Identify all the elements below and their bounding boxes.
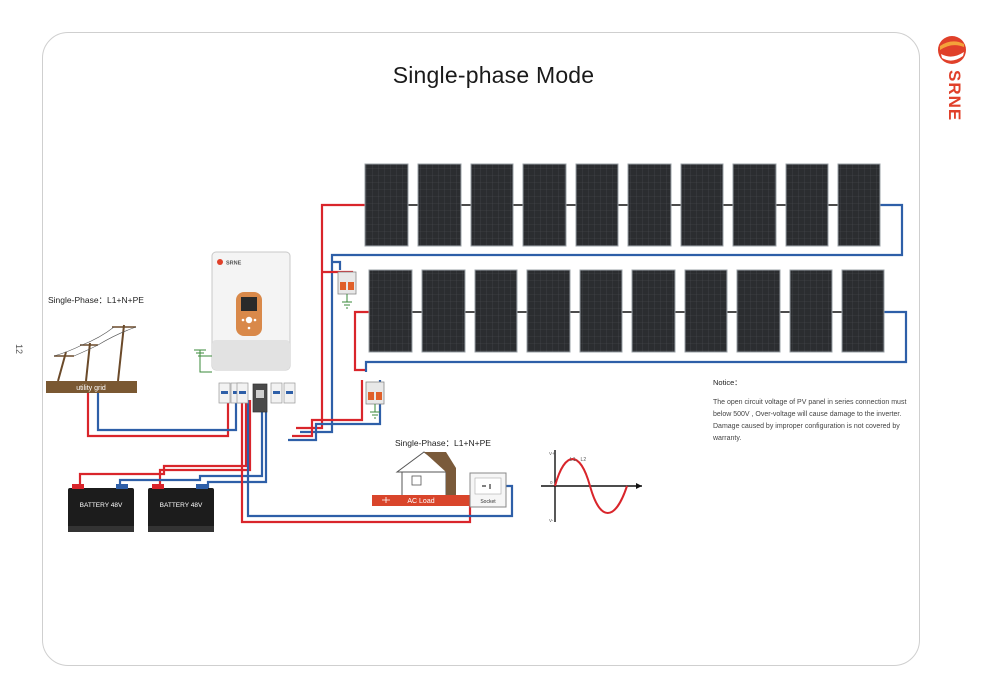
pv-panel: [522, 163, 567, 247]
load-phase-label: Single-Phase：L1+N+PE: [395, 438, 491, 448]
pv-array-top: [364, 163, 881, 247]
waveform-origin: 0: [550, 480, 553, 485]
utility-grid-label: utility grid: [76, 385, 106, 392]
pv-panel: [680, 163, 724, 247]
battery-wiring: [78, 400, 268, 488]
pv-panel: [631, 269, 676, 353]
load-wiring: [240, 400, 514, 524]
pv-panel: [837, 163, 881, 247]
breaker-pv: [270, 382, 296, 404]
notice: Notice： The open circuit voltage of PV p…: [713, 377, 913, 445]
pv-wiring: [288, 203, 908, 442]
pv-panel: [627, 163, 672, 247]
ac-load-label: AC Load: [407, 498, 434, 505]
pv-panel: [841, 269, 885, 353]
pv-panel: [470, 163, 514, 247]
ac-load-icon: [382, 497, 390, 503]
brand: SRNE: [936, 34, 970, 121]
house-icon: [395, 451, 456, 497]
socket: Socket: [469, 472, 507, 508]
grid-phase-label: Single-Phase：L1+N+PE: [48, 295, 144, 305]
pv-panel: [789, 269, 833, 353]
battery-label: BATTERY 48V: [160, 502, 203, 509]
waveform-curve: [554, 458, 628, 514]
brand-name: SRNE: [945, 70, 964, 122]
pv-array-bottom: [368, 269, 885, 353]
pv-panel: [684, 269, 728, 353]
battery: BATTERY 48V: [68, 484, 134, 532]
inverter: SRNE: [211, 251, 291, 371]
inverter-logo-icon: [217, 259, 223, 265]
utility-grid-base: [46, 381, 137, 393]
inverter-ground-icon: [194, 349, 212, 373]
grid-wiring: [86, 393, 238, 438]
pv-panel: [736, 269, 781, 353]
waveform-y-neg: V-: [549, 518, 554, 523]
battery: BATTERY 48V: [148, 484, 214, 532]
breaker-battery: [252, 383, 268, 413]
inverter-logo-text: SRNE: [226, 261, 242, 267]
waveform-series-label: L1、L2: [570, 457, 586, 463]
ac-load-bar: [372, 495, 470, 506]
waveform-graph: V+ V- 0 L1、L2: [541, 450, 642, 523]
socket-label: Socket: [480, 499, 496, 505]
pv-panel: [579, 269, 623, 353]
notice-text: The open circuit voltage of PV panel in …: [713, 399, 907, 442]
pv-surge-protector-top: [337, 271, 357, 309]
pv-panel: [785, 163, 829, 247]
pv-panel: [421, 269, 466, 353]
inverter-display: [241, 297, 257, 311]
pv-panel: [474, 269, 518, 353]
pv-panel: [417, 163, 462, 247]
battery-label: BATTERY 48V: [80, 502, 123, 509]
pv-surge-protector-bottom: [365, 381, 385, 419]
page-title: Single-phase Mode: [392, 62, 595, 88]
srne-logo-icon: [938, 36, 966, 64]
notice-title: Notice：: [713, 378, 742, 387]
waveform-y-pos: V+: [549, 451, 555, 456]
pv-panel: [526, 269, 571, 353]
utility-poles-icon: [53, 324, 137, 382]
pv-panel: [732, 163, 777, 247]
pv-panel: [364, 163, 409, 247]
breaker-load: [236, 382, 249, 404]
pv-panel: [575, 163, 619, 247]
pv-panel: [368, 269, 413, 353]
